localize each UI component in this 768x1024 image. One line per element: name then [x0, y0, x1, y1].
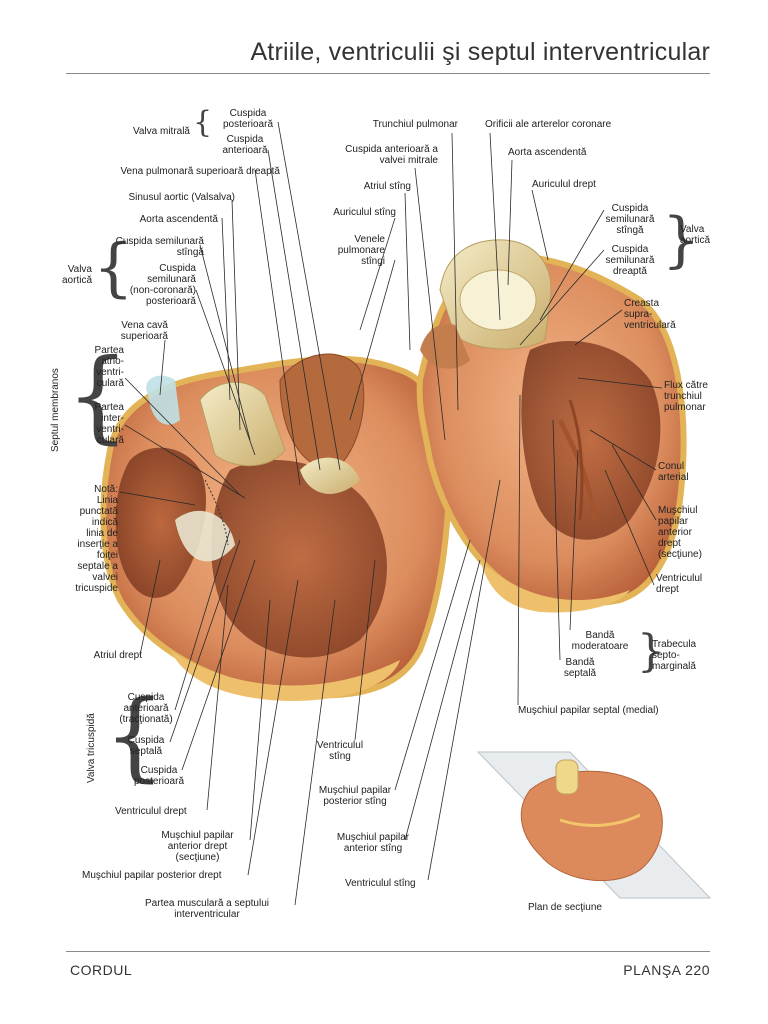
label-cuspida-semilunara-dreapta-r: Cuspida semilunară dreaptă	[605, 244, 655, 277]
label-auriculul-drept: Auriculul drept	[532, 179, 596, 190]
leader-lines	[119, 121, 663, 906]
label-plan-sectiune: Plan de secţiune	[528, 902, 602, 913]
label-valva-aortica-left: Valva aortică	[61, 264, 92, 286]
footer-section-name: CORDUL	[70, 962, 133, 978]
label-atriul-sting: Atriul stîng	[363, 181, 411, 192]
label-ventriculul-drept-r: Ventriculul drept	[656, 573, 703, 595]
aortic-lumen	[459, 269, 537, 331]
page-title: Atriile, ventriculii şi septul intervent…	[250, 38, 710, 66]
label-banda-septala: Bandă septală	[563, 657, 597, 679]
apex-fat	[170, 650, 400, 701]
brace-trabecula: }	[637, 626, 665, 677]
label-muschi-septal: Muşchiul papilar septal (medial)	[518, 705, 659, 716]
label-vena-pulmonara: Vena pulmonară superioară dreaptă	[120, 166, 280, 177]
label-muschi-anterior-sting: Muşchiul papilar anterior stîng	[336, 832, 410, 854]
label-aorta-ascendenta-right: Aorta ascendentă	[508, 147, 587, 158]
label-partea-musculara: Partea musculară a septului interventric…	[145, 898, 269, 920]
brace-valva-aortica-right: }	[662, 205, 701, 275]
label-conul-arterial: Conul arterial	[658, 461, 689, 483]
label-auriculul-sting: Auriculul stîng	[333, 207, 396, 218]
label-ventriculul-sting-mid: Ventriculul stîng	[316, 740, 364, 762]
label-valva-tricuspida: Valva tricuspidă	[86, 713, 97, 783]
right-atrium-cavity	[115, 447, 206, 598]
footer-plate-number: PLANŞA 220	[623, 962, 710, 978]
label-muschi-posterior-sting: Muşchiul papilar posterior stîng	[318, 785, 392, 807]
right-ventricle-cavity	[521, 341, 661, 540]
header-rule	[66, 73, 710, 74]
label-aorta-ascendenta-left: Aorta ascendentă	[139, 214, 218, 225]
mini-coronary	[559, 813, 641, 827]
label-partea-interventriculara: Partea inter- ventri- culară	[94, 402, 124, 446]
label-cuspida-ant-mitrala: Cuspida anterioară a valvei mitrale	[345, 144, 438, 166]
label-venele-pulmonare: Venele pulmonare stîngi	[337, 234, 385, 267]
label-cuspida-semilunara-stinga: Cuspida semilunară stîngă	[115, 236, 204, 258]
orientation-heart	[476, 751, 712, 899]
mini-aorta	[555, 759, 579, 795]
label-atriul-drept: Atriul drept	[93, 650, 142, 661]
left-heart-section	[100, 353, 454, 701]
label-muschi-anterior-drept-r: Muşchiul papilar anterior drept (secţiun…	[658, 505, 702, 560]
brace-valva-mitrala: {	[193, 105, 213, 140]
label-valva-aortica-right: Valva aortică	[680, 224, 711, 246]
label-cuspida-septala: Cuspida septală	[127, 735, 165, 757]
mitral-valve	[300, 457, 360, 494]
label-cuspida-anterioara: Cuspida anterioară	[222, 134, 268, 156]
label-nota: Notă: Linia punctată indică linia de ins…	[75, 484, 118, 594]
left-ventricle-cavity	[211, 460, 387, 658]
label-sinus-aortic: Sinusul aortic (Valsalva)	[128, 192, 235, 203]
pulmonary-trunk	[420, 323, 470, 369]
dotted-insertion-line	[204, 479, 229, 546]
label-valva-mitrala: Valva mitrală	[132, 126, 190, 137]
brace-valva-tricuspida: {	[104, 680, 166, 792]
label-vena-cava: Vena cavă superioară	[120, 320, 168, 342]
label-trunchiul-pulmonar: Trunchiul pulmonar	[372, 119, 458, 130]
label-septul-membranos: Septul membranos	[50, 368, 61, 452]
label-trabecula-septomarginala: Trabecula septo- marginală	[652, 639, 697, 672]
label-creasta-supraventriculara: Creasta supra- ventriculară	[624, 298, 676, 331]
septal-band	[568, 399, 584, 521]
right-section-fat	[480, 560, 630, 613]
brace-septul-membranos: {	[66, 337, 130, 454]
label-cuspida-semilunara-stinga-r: Cuspida semilunară stîngă	[605, 203, 655, 236]
label-muschi-posterior-drept: Muşchiul papilar posterior drept	[82, 870, 222, 881]
pulmonary-vein	[279, 353, 365, 471]
label-partea-atrioventriculara: Partea atrio- ventri- culară	[94, 345, 124, 389]
label-ventriculul-sting-bottom: Ventriculul stîng	[345, 878, 416, 889]
label-cuspida-posterioara-tric: Cuspida posterioară	[133, 765, 185, 787]
label-cuspida-noncoronara: Cuspida semilunară (non-coronară) poster…	[129, 263, 196, 307]
label-cuspida-anterioara-tract: Cuspida anterioară (tracţionată)	[119, 692, 173, 725]
label-flux-trunchiul-pulmonar: Flux către trunchiul pulmonar	[664, 380, 708, 413]
label-cuspida-posterioara: Cuspida posterioară	[222, 108, 274, 130]
footer-rule	[66, 951, 710, 952]
label-muschi-anterior-drept: Muşchiul papilar anterior drept (secţiun…	[161, 830, 234, 863]
right-heart-section	[416, 239, 687, 613]
brace-valva-aortica-left: {	[93, 231, 134, 305]
aortic-root	[199, 381, 286, 467]
label-banda-moderatoare: Bandă moderatoare	[571, 630, 629, 652]
label-orificii-coronare: Orificii ale arterelor coronare	[485, 119, 612, 130]
label-ventriculul-drept-bottom: Ventriculul drept	[115, 806, 187, 817]
superior-vena-cava	[146, 375, 180, 425]
tricuspid-valve	[175, 510, 235, 562]
